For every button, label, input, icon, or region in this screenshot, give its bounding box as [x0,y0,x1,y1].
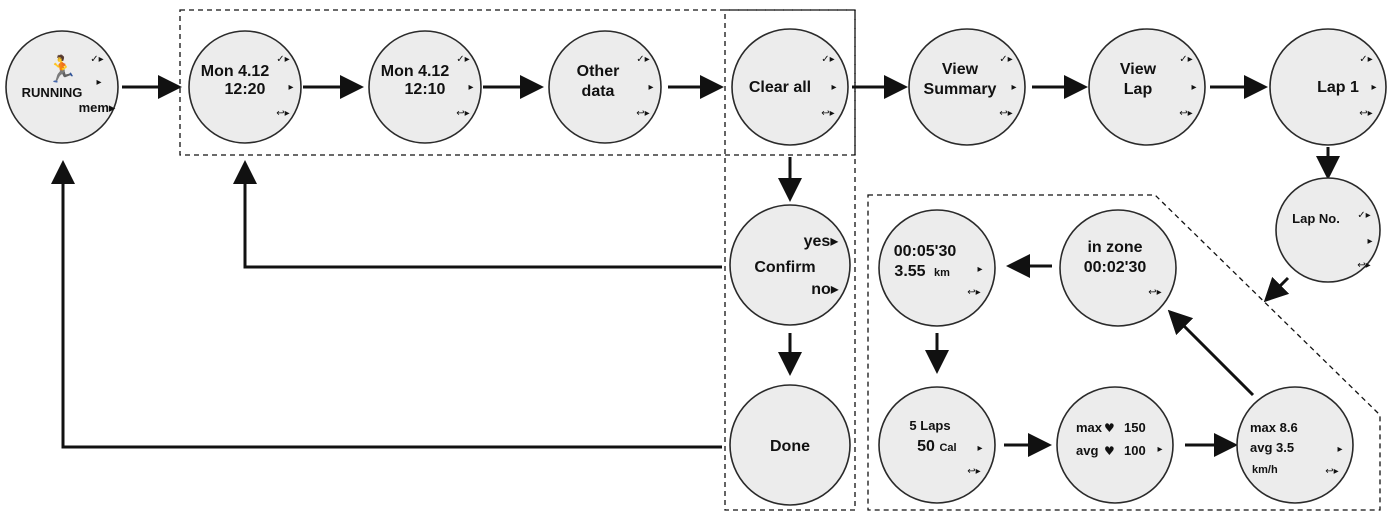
check-icon: ✓▸ [1179,54,1192,65]
play-icon: ▸ [1011,82,1016,93]
speed-unit: km/h [1252,464,1278,476]
clear-all-group-box [724,9,856,511]
other-line2: data [582,83,615,100]
back-icon: ↩▸ [1148,287,1161,298]
check-icon: ✓▸ [1359,54,1372,65]
node-view-summary: View Summary ✓▸ ▸ ↩▸ [908,28,1026,146]
play-icon: ▸ [977,443,982,454]
play-icon: ▸ [288,82,293,93]
back-icon: ↩▸ [821,108,834,119]
back-icon: ↩▸ [636,108,649,119]
back-icon: ↩▸ [456,108,469,119]
back-icon: ↩▸ [967,287,980,298]
node-done: Done [729,384,851,506]
summary-line1: View [942,61,979,78]
arrow-confirm-no-back [233,160,722,269]
play-icon: ▸ [1337,444,1342,455]
confirm-no: no▸ [811,281,839,298]
hr-avg-value: 100 [1124,443,1146,458]
node-time-distance: 00:05'30 3.55 km ▸ ↩▸ [878,209,996,327]
arrow-done-back [51,160,722,449]
check-icon: ✓▸ [276,54,289,65]
hr-max-value: 150 [1124,420,1146,435]
node-in-zone: in zone 00:02'30 ↩▸ [1059,209,1177,327]
distance-value: 3.55 [894,263,925,280]
calories-value: 50 [917,438,935,455]
node-lap-no: Lap No. ✓▸ ▸ ↩▸ [1275,177,1381,283]
play-icon: ▸ [831,82,836,93]
node-clear-all: Clear all ✓▸ ▸ ↩▸ [731,28,849,146]
time-value: 00:05'30 [894,243,957,260]
node-laps-calories: 5 Laps 50 Cal ▸ ↩▸ [878,386,996,504]
mon2-date: Mon 4.12 [381,63,450,80]
back-icon: ↩▸ [999,108,1012,119]
lapno-label: Lap No. [1292,211,1340,226]
hr-avg-label: avg [1076,443,1098,458]
play-icon: ▸ [96,77,101,88]
node-other-data: Other data ✓▸ ▸ ↩▸ [548,30,662,144]
clear-label: Clear all [749,79,811,96]
play-icon: ▸ [1371,82,1376,93]
back-icon: ↩▸ [1179,108,1192,119]
check-icon: ✓▸ [90,54,103,65]
node-lap-1: Lap 1 ✓▸ ▸ ↩▸ [1269,28,1387,146]
mon2-time: 12:10 [405,81,446,98]
node-heart-rate: max ♥ 150 avg ♥ 100 ▸ [1056,386,1174,504]
play-icon: ▸ [648,82,653,93]
play-icon: ▸ [977,264,982,275]
confirm-yes: yes▸ [804,233,839,250]
back-icon: ↩▸ [1357,260,1370,271]
summary-line2: Summary [924,81,997,98]
play-icon: ▸ [1191,82,1196,93]
mon1-time: 12:20 [225,81,266,98]
node-confirm: yes▸ Confirm no▸ [729,204,851,326]
other-line1: Other [577,63,620,80]
lap1-label: Lap 1 [1317,79,1359,96]
inzone-label: in zone [1087,239,1142,256]
distance-unit: km [934,267,950,279]
viewlap-line1: View [1120,61,1157,78]
back-icon: ↩▸ [1325,466,1338,477]
mon1-date: Mon 4.12 [201,63,270,80]
play-icon: ▸ [1157,444,1162,455]
arrow-lapno-to-details [1263,276,1290,303]
flow-arrows [51,75,1340,457]
play-icon: ▸ [468,82,473,93]
node-mon-1: Mon 4.12 12:20 ✓▸ ▸ ↩▸ [188,30,302,144]
heart-icon: ♥ [1104,444,1115,458]
lap-details-group-box [867,194,1381,511]
check-icon: ✓▸ [999,54,1012,65]
check-icon: ✓▸ [636,54,649,65]
mem-label: mem▸ [79,100,116,115]
check-icon: ✓▸ [1357,210,1370,221]
speed-avg: avg 3.5 [1250,440,1294,455]
back-icon: ↩▸ [276,108,289,119]
back-icon: ↩▸ [1359,108,1372,119]
done-label: Done [770,438,810,455]
check-icon: ✓▸ [456,54,469,65]
running-title: RUNNING [22,85,83,100]
inzone-time: 00:02'30 [1084,259,1147,276]
back-icon: ↩▸ [967,466,980,477]
confirm-label: Confirm [754,259,815,276]
hr-max-label: max [1076,420,1103,435]
arrow-speed-to-inzone [1167,309,1255,397]
node-view-lap: View Lap ✓▸ ▸ ↩▸ [1088,28,1206,146]
runner-icon: 🏃 [46,54,78,85]
heart-icon: ♥ [1104,421,1115,435]
node-running: 🏃 RUNNING mem▸ ✓▸ ▸ [5,30,119,144]
node-speed: max 8.6 avg 3.5 km/h ▸ ↩▸ [1236,386,1354,504]
node-mon-2: Mon 4.12 12:10 ✓▸ ▸ ↩▸ [368,30,482,144]
check-icon: ✓▸ [821,54,834,65]
laps-count: 5 Laps [909,418,950,433]
speed-max: max 8.6 [1250,420,1298,435]
play-icon: ▸ [1367,236,1372,247]
calories-unit: Cal [939,442,956,454]
viewlap-line2: Lap [1124,81,1153,98]
